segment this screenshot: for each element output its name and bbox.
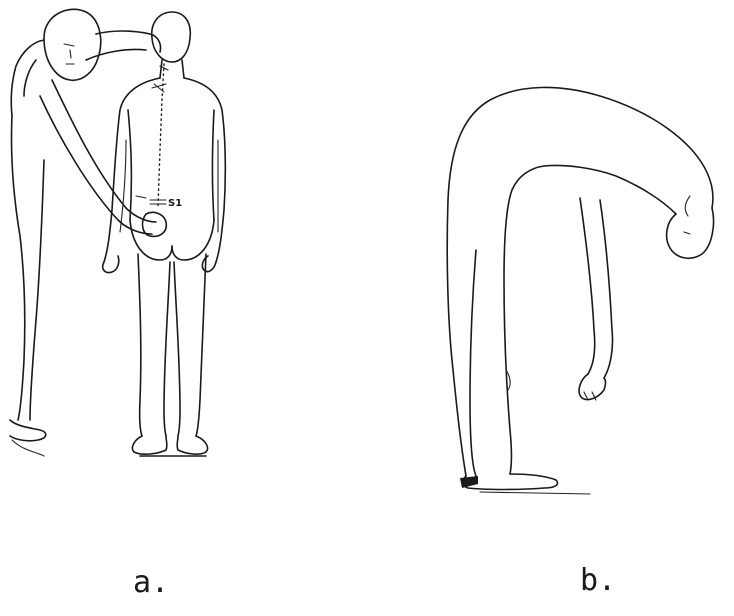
marker-s1-label: S1 xyxy=(168,198,182,209)
panel-b-label: b. xyxy=(580,566,616,596)
panel-b-drawing xyxy=(447,87,713,494)
patient-standing-figure: S1 xyxy=(103,12,226,456)
patient-bending-figure xyxy=(447,87,713,494)
panel-a-drawing: S1 xyxy=(10,9,225,456)
panel-a-label: a. xyxy=(133,568,169,598)
examiner-figure xyxy=(10,9,166,456)
